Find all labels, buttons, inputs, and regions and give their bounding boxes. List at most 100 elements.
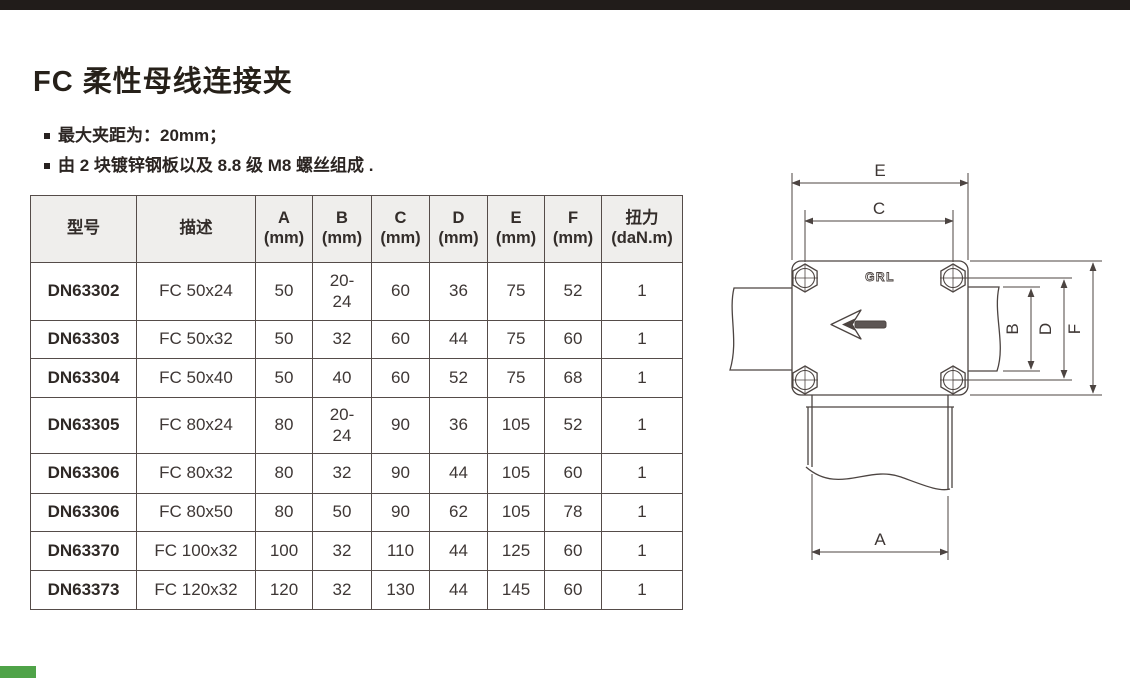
table-cell: 52 — [544, 397, 602, 454]
table-cell: 125 — [487, 531, 545, 571]
table-cell: 1 — [601, 570, 683, 610]
dimension-F: F — [970, 260, 1102, 396]
table-cell: 20- 24 — [312, 262, 372, 321]
table-cell: 60 — [371, 320, 430, 359]
table-cell: DN63306 — [30, 493, 137, 532]
table-cell: 52 — [429, 358, 488, 398]
bullet-text: 最大夹距为：20mm； — [58, 126, 227, 145]
bullet-item: 由 2 块镀锌钢板以及 8.8 级 M8 螺丝组成 . — [44, 151, 374, 181]
bullet-square-icon — [44, 133, 50, 139]
table-cell: 105 — [487, 397, 545, 454]
page-top-bar — [0, 0, 1130, 10]
table-cell: 80 — [255, 493, 313, 532]
table-cell: 1 — [601, 262, 683, 321]
table-cell: 75 — [487, 358, 545, 398]
header-cell: C (mm) — [371, 195, 430, 263]
table-cell: 50 — [255, 262, 313, 321]
table-cell: FC 80x32 — [136, 453, 256, 494]
dim-label-F: F — [1065, 324, 1084, 334]
table-cell: 105 — [487, 493, 545, 532]
header-cell: A (mm) — [255, 195, 313, 263]
table-cell: 36 — [429, 262, 488, 321]
table-cell: 44 — [429, 570, 488, 610]
table-cell: 50 — [312, 493, 372, 532]
dim-label-C: C — [873, 199, 885, 218]
table-cell: 90 — [371, 453, 430, 494]
direction-arrow-icon — [830, 309, 887, 340]
table-cell: 80 — [255, 397, 313, 454]
table-cell: 1 — [601, 531, 683, 571]
bottom-busbar — [805, 395, 954, 491]
table-cell: 50 — [255, 320, 313, 359]
bullet-text: 由 2 块镀锌钢板以及 8.8 级 M8 螺丝组成 . — [58, 156, 374, 175]
table-cell: 1 — [601, 397, 683, 454]
dim-label-A: A — [874, 530, 886, 549]
feature-bullet-list: 最大夹距为：20mm； 由 2 块镀锌钢板以及 8.8 级 M8 螺丝组成 . — [44, 121, 374, 181]
table-cell: 44 — [429, 320, 488, 359]
header-cell: D (mm) — [429, 195, 488, 263]
table-cell: 60 — [544, 320, 602, 359]
table-cell: 32 — [312, 320, 372, 359]
table-cell: FC 100x32 — [136, 531, 256, 571]
table-cell: 105 — [487, 453, 545, 494]
dimension-B: B — [1003, 286, 1040, 372]
table-cell: 78 — [544, 493, 602, 532]
table-cell: 20- 24 — [312, 397, 372, 454]
table-cell: 1 — [601, 493, 683, 532]
table-cell: 90 — [371, 493, 430, 532]
table-cell: DN63303 — [30, 320, 137, 359]
dimension-C: C — [804, 199, 954, 262]
header-cell: B (mm) — [312, 195, 372, 263]
table-cell: 90 — [371, 397, 430, 454]
table-cell: 68 — [544, 358, 602, 398]
table-cell: 1 — [601, 453, 683, 494]
table-cell: 145 — [487, 570, 545, 610]
table-cell: FC 80x50 — [136, 493, 256, 532]
table-cell: 32 — [312, 531, 372, 571]
table-cell: DN63302 — [30, 262, 137, 321]
table-cell: FC 80x24 — [136, 397, 256, 454]
table-cell: 32 — [312, 453, 372, 494]
table-cell: FC 50x24 — [136, 262, 256, 321]
header-cell: E (mm) — [487, 195, 545, 263]
table-cell: 32 — [312, 570, 372, 610]
dimension-D: D — [953, 277, 1072, 381]
table-cell: DN63306 — [30, 453, 137, 494]
header-cell: 描述 — [136, 195, 256, 263]
header-cell: 型号 — [30, 195, 137, 263]
table-cell: 36 — [429, 397, 488, 454]
table-cell: 75 — [487, 320, 545, 359]
table-cell: FC 50x32 — [136, 320, 256, 359]
table-cell: FC 120x32 — [136, 570, 256, 610]
table-cell: 44 — [429, 453, 488, 494]
table-cell: 60 — [544, 453, 602, 494]
table-cell: 75 — [487, 262, 545, 321]
header-cell: F (mm) — [544, 195, 602, 263]
dim-label-E: E — [874, 161, 885, 180]
brand-logo: GRL — [865, 270, 895, 284]
dim-label-B: B — [1003, 323, 1022, 334]
header-cell: 扭力 (daN.m) — [601, 195, 683, 263]
table-cell: DN63373 — [30, 570, 137, 610]
break-line — [805, 466, 951, 491]
footer-accent-tab — [0, 666, 36, 678]
table-cell: DN63304 — [30, 358, 137, 398]
technical-drawing: GRL E C B D F — [729, 161, 1102, 560]
table-cell: DN63370 — [30, 531, 137, 571]
table-cell: 60 — [544, 570, 602, 610]
left-busbar — [729, 287, 792, 371]
table-cell: 62 — [429, 493, 488, 532]
table-cell: 52 — [544, 262, 602, 321]
page-title: FC 柔性母线连接夹 — [33, 66, 293, 98]
table-cell: 1 — [601, 358, 683, 398]
table-cell: 50 — [255, 358, 313, 398]
